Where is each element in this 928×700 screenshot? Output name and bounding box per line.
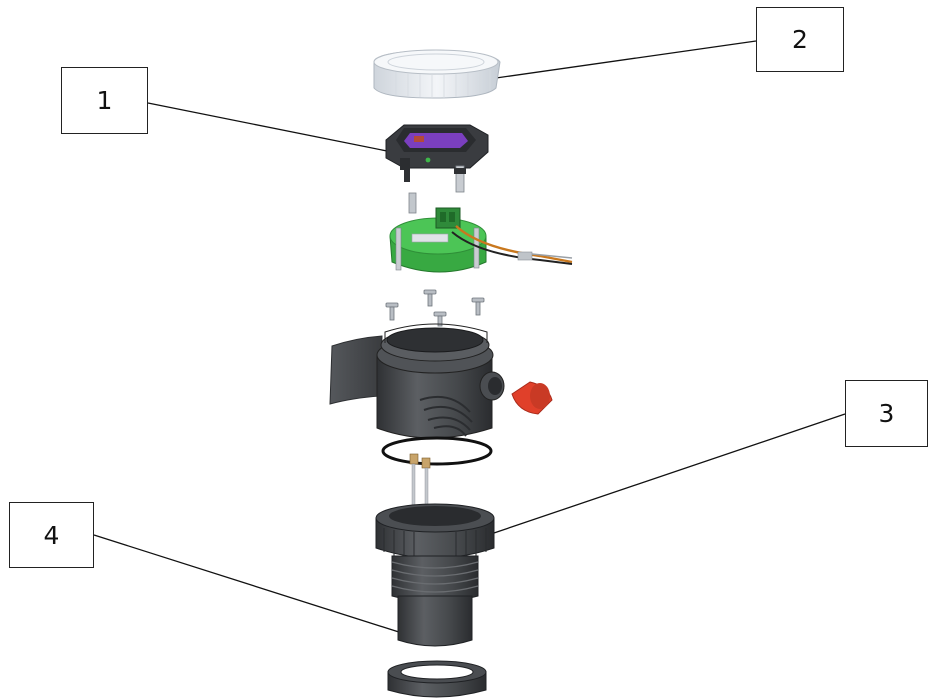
callout-label-2: 2 xyxy=(756,7,844,72)
lock-nut-icon xyxy=(387,660,487,698)
callout-label-4: 4 xyxy=(9,502,94,568)
o-ring-icon xyxy=(381,436,493,466)
transparent-cover-icon xyxy=(373,49,501,99)
leader-lines xyxy=(93,40,846,634)
housing-icon xyxy=(329,323,505,439)
pcb-board-icon xyxy=(389,207,573,273)
spacer-post-icon xyxy=(408,192,417,214)
callout-label-3: 3 xyxy=(845,380,928,447)
threaded-fitting-icon xyxy=(375,503,495,647)
callout-label-1: 1 xyxy=(61,67,148,134)
probe-electrodes-icon xyxy=(409,453,431,535)
screw-icon xyxy=(385,289,485,327)
leader-line-2 xyxy=(495,40,757,79)
leader-line-4 xyxy=(93,534,403,634)
display-module-icon xyxy=(385,124,489,193)
red-plug-icon xyxy=(511,381,553,415)
leader-line-3 xyxy=(487,413,846,536)
leader-line-1 xyxy=(147,102,393,153)
